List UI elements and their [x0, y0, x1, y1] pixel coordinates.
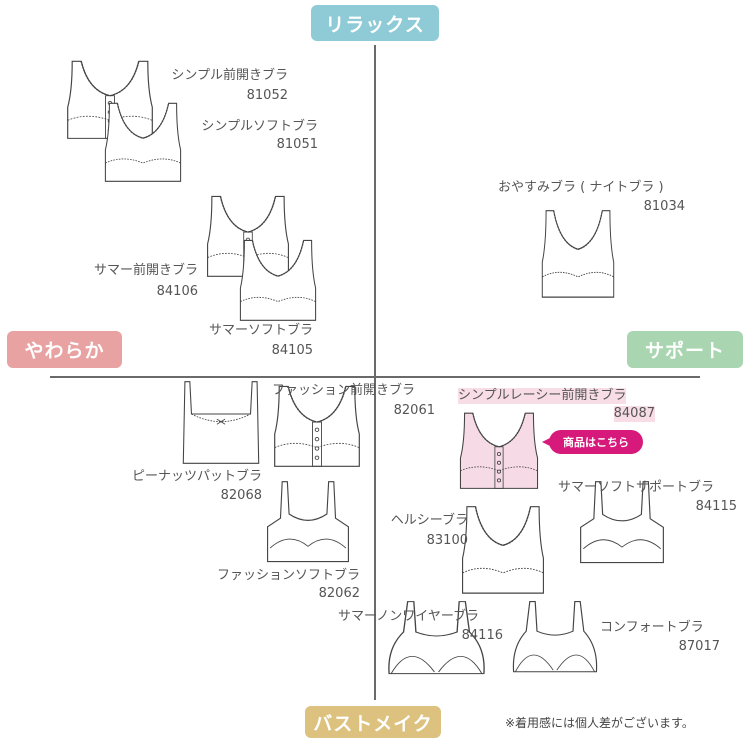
horizontal-axis: [50, 376, 700, 378]
product-illustration[interactable]: [238, 237, 318, 322]
product-illustration[interactable]: [103, 100, 183, 183]
product-name[interactable]: ピーナッツパットブラ: [131, 469, 262, 484]
axis-label-left: やわらか: [7, 331, 122, 368]
product-code: 84115: [695, 499, 737, 514]
product-name[interactable]: サマーソフトサポートブラ: [558, 480, 715, 495]
product-name[interactable]: シンプルレーシー前開きブラ: [458, 388, 627, 404]
product-code: 82068: [220, 488, 262, 503]
product-code: 83100: [426, 533, 468, 548]
product-illustration[interactable]: [458, 410, 540, 490]
product-name[interactable]: シンプルソフトブラ: [201, 119, 318, 134]
product-name[interactable]: ヘルシーブラ: [390, 513, 468, 528]
product-code: 81052: [246, 88, 288, 103]
product-illustration[interactable]: [510, 600, 600, 678]
product-code: 87017: [678, 639, 720, 654]
product-code: 84087: [613, 406, 655, 422]
product-illustration[interactable]: [540, 207, 616, 299]
product-illustration[interactable]: [180, 380, 262, 465]
product-illustration[interactable]: [460, 503, 546, 595]
product-name[interactable]: ファッション前開きブラ: [272, 383, 416, 398]
product-code: 82062: [318, 586, 360, 601]
product-name[interactable]: サマー前開きブラ: [93, 263, 198, 278]
product-name[interactable]: おやすみブラ ( ナイトブラ ): [498, 180, 664, 195]
product-illustration[interactable]: [265, 480, 351, 565]
product-illustration[interactable]: [385, 600, 488, 680]
product-code: 84105: [271, 343, 313, 358]
product-name[interactable]: サマーソフトブラ: [208, 323, 313, 338]
product-name[interactable]: ファッションソフトブラ: [216, 568, 360, 583]
vertical-axis: [374, 45, 376, 700]
product-code: 82061: [393, 403, 435, 418]
product-name[interactable]: シンプル前開きブラ: [171, 68, 288, 83]
axis-label-bottom: バストメイク: [305, 706, 441, 738]
product-code: 84106: [156, 284, 198, 299]
product-link-badge[interactable]: 商品はこちら: [542, 430, 643, 454]
axis-label-right: サポート: [627, 331, 743, 368]
product-illustration[interactable]: [272, 383, 362, 468]
product-name[interactable]: サマーノンワイヤーブラ: [338, 609, 480, 624]
product-illustration[interactable]: [578, 480, 666, 566]
footnote: ※着用感には個人差がございます。: [505, 716, 694, 730]
product-code: 84116: [461, 628, 503, 643]
axis-label-top: リラックス: [311, 5, 439, 41]
product-name[interactable]: コンフォートブラ: [600, 620, 704, 635]
product-code: 81034: [643, 199, 685, 214]
product-code: 81051: [276, 137, 318, 152]
